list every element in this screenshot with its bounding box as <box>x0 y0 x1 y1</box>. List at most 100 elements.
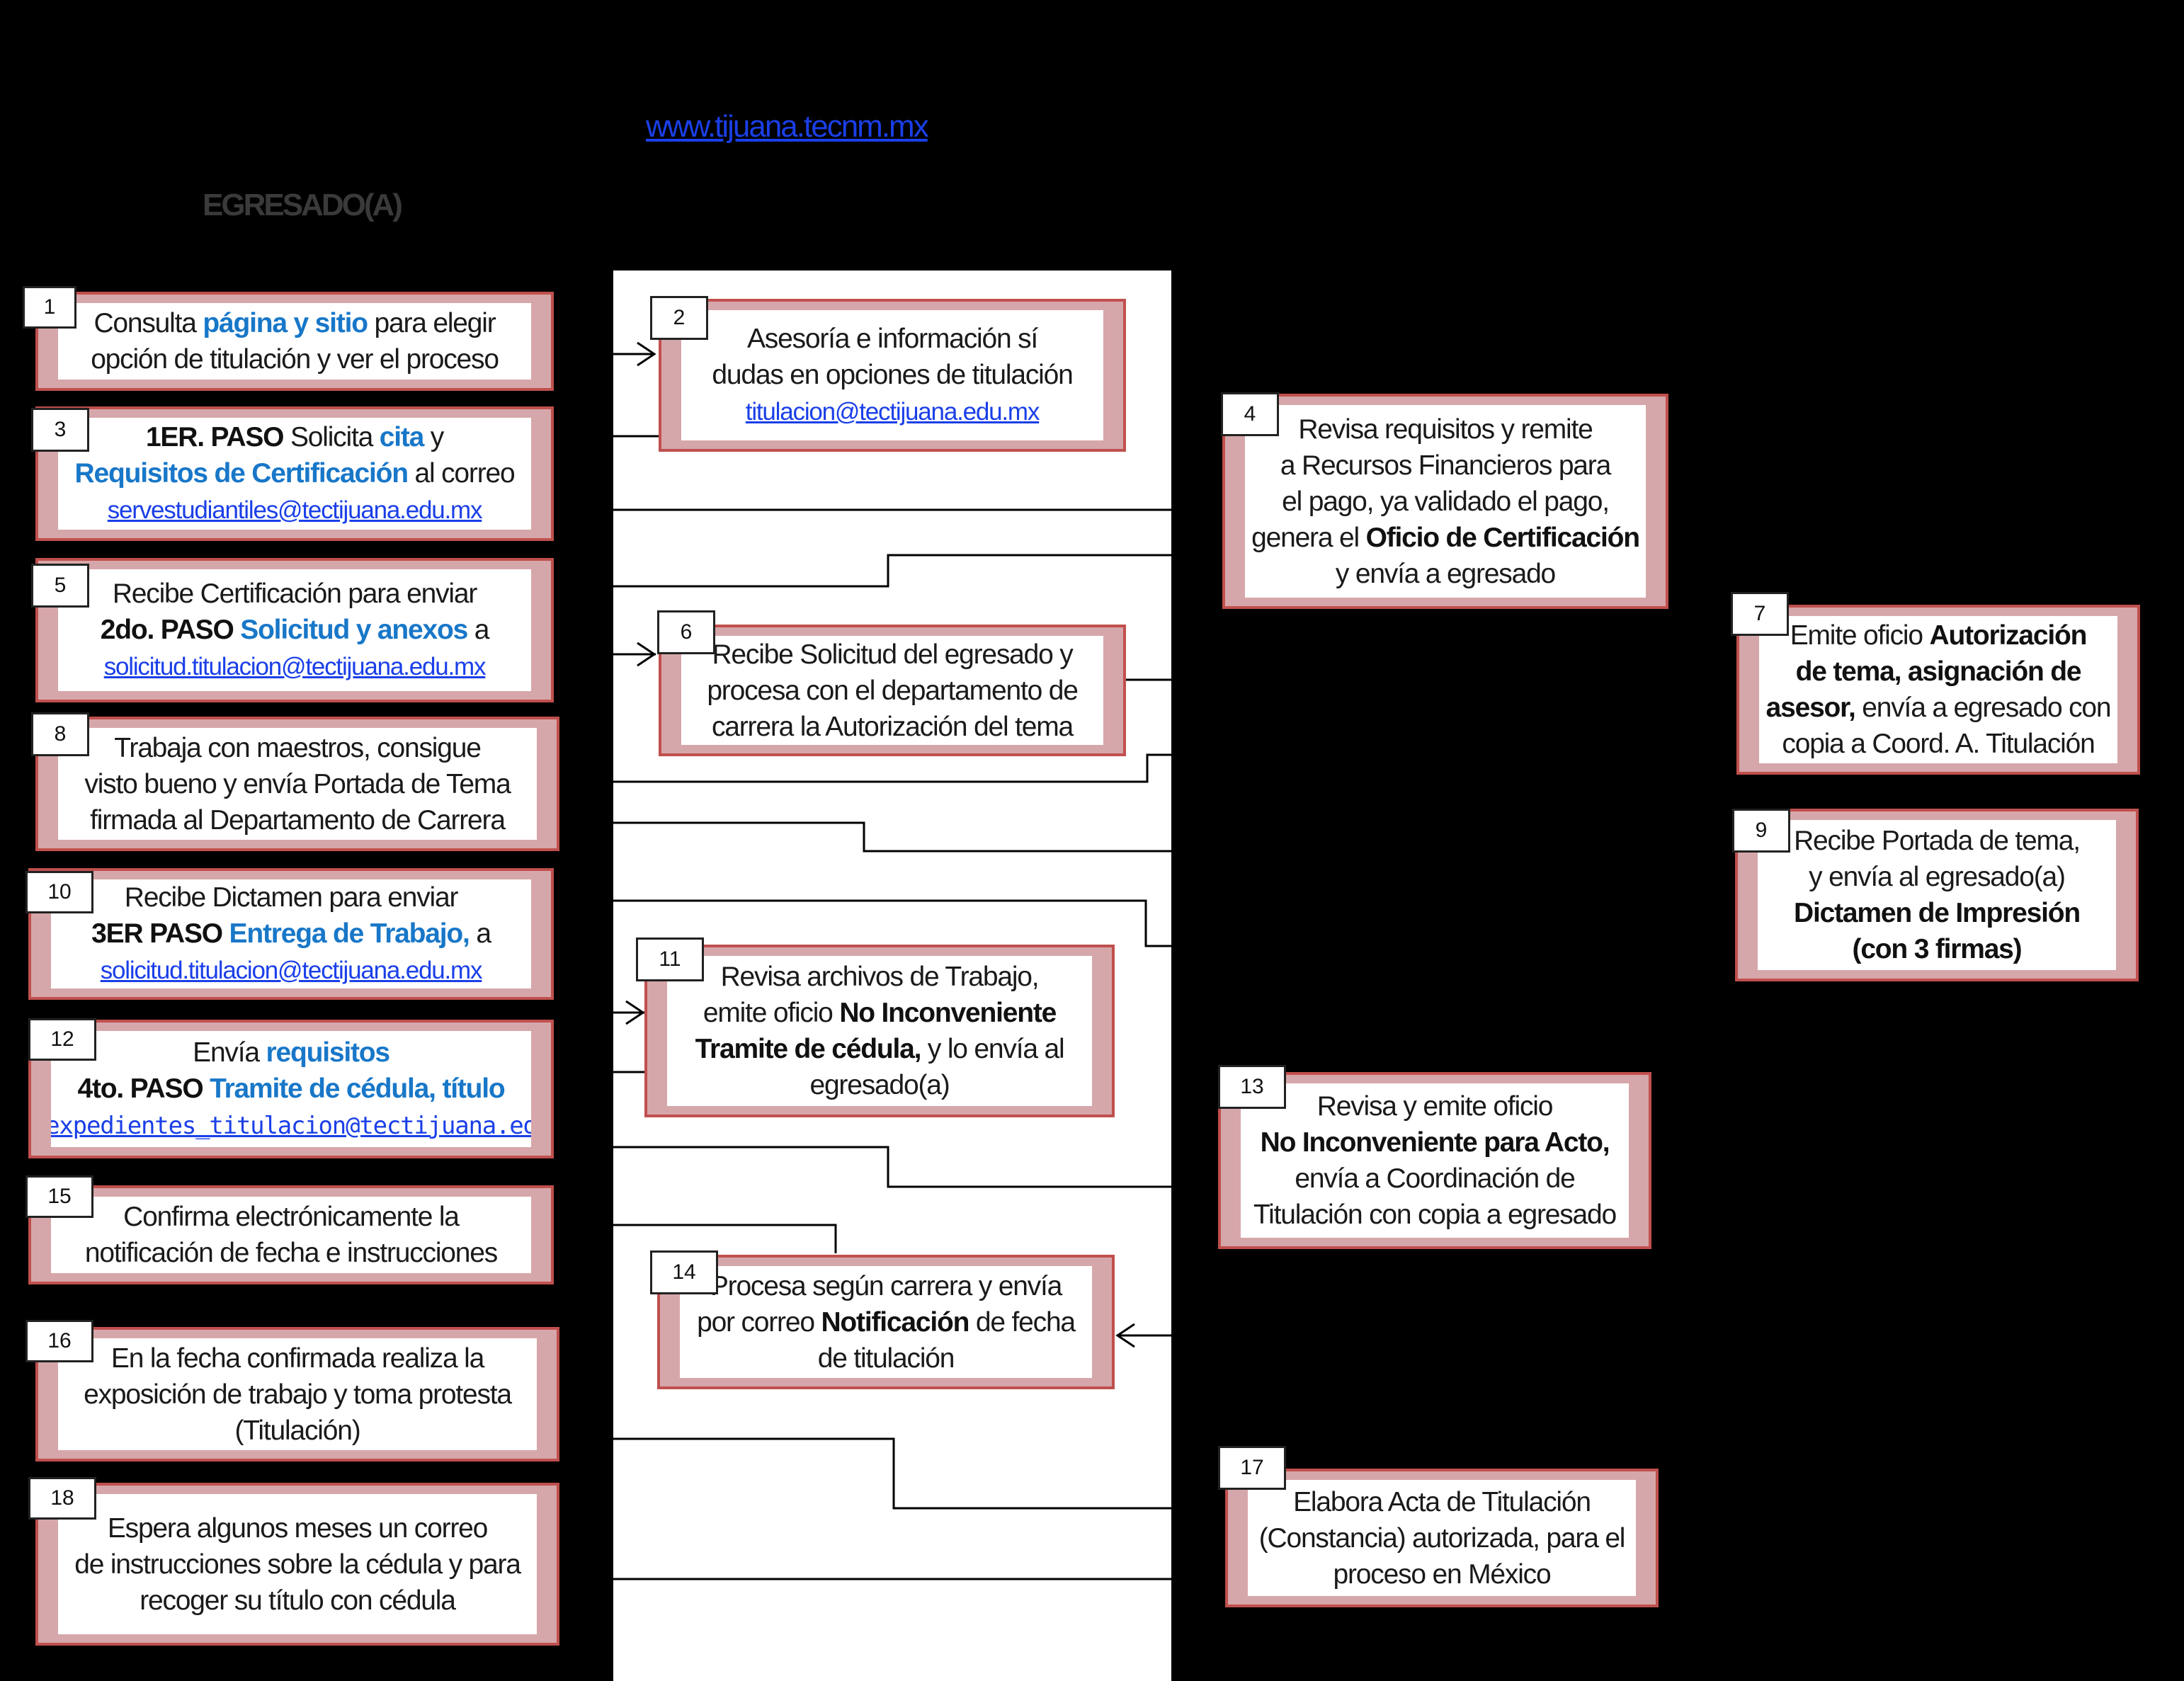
connector-15 <box>613 1224 837 1253</box>
email-link[interactable]: titulacion@tectijuana.edu.mx <box>745 398 1040 426</box>
text-run: requisitos <box>266 1037 391 1068</box>
text-run: de tema, asignación de <box>1795 656 2082 687</box>
text-run: Oficio de Certificación <box>1365 522 1641 553</box>
step-number-12: 12 <box>28 1018 96 1061</box>
step-2-line: Asesoría e información sí <box>747 321 1038 357</box>
step-17-box: Elabora Acta de Titulación (Constancia) a… <box>1225 1469 1659 1607</box>
email-link[interactable]: servestudiantiles@tectijuana.edu.mx <box>107 496 483 524</box>
step-number-3: 3 <box>31 408 89 452</box>
step-4-line: y envía a egresado <box>1336 556 1556 592</box>
step-9-line: Dictamen de Impresión <box>1794 895 2081 931</box>
text-run: Procesa según carrera y envía <box>710 1270 1063 1301</box>
text-run: 4to. PASO <box>77 1073 203 1104</box>
text-run: Solicita <box>283 422 380 452</box>
step-number-17: 17 <box>1218 1446 1286 1490</box>
step-8-line: firmada al Departamento de Carrera <box>90 802 506 838</box>
text-run: para elegir <box>367 308 496 338</box>
text-run: recoger su título con cédula <box>140 1585 456 1616</box>
step-3-line: 1ER. PASO Solicita cita y <box>146 419 445 455</box>
step-6-line: Recibe Solicitud del egresado y <box>712 637 1073 673</box>
text-run: y <box>423 422 445 452</box>
step-11-line: Tramite de cédula, y lo envía al <box>695 1031 1065 1067</box>
step-13-line: No Inconveniente para Acto, <box>1261 1124 1610 1161</box>
step-12-line: expedientes_titulacion@tectijuana.ed <box>51 1107 531 1144</box>
text-run: No Inconveniente <box>839 998 1057 1028</box>
website-link[interactable]: www.tijuana.tecnm.mx <box>646 109 929 144</box>
step-number-2: 2 <box>650 296 708 340</box>
step-number-8: 8 <box>31 712 89 756</box>
step-13-text: Revisa y emite oficio No Inconveniente pa… <box>1241 1083 1629 1238</box>
text-run: al correo <box>407 458 516 489</box>
text-run: En la fecha confirmada realiza la <box>110 1343 484 1374</box>
email-link[interactable]: solicitud.titulacion@tectijuana.edu.mx <box>100 957 483 984</box>
text-run: Revisa y emite oficio <box>1316 1091 1554 1122</box>
step-number-13: 13 <box>1218 1065 1286 1109</box>
text-run: a <box>467 615 490 645</box>
text-run: Recibe Certificación para enviar <box>112 579 478 609</box>
text-run: opción de titulación y ver el proceso <box>91 344 499 375</box>
step-17-line: proceso en México <box>1333 1556 1552 1592</box>
text-run: Revisa requisitos y remite <box>1298 414 1593 445</box>
step-13-line: envía a Coordinación de <box>1295 1161 1575 1197</box>
text-run: de fecha <box>969 1306 1076 1338</box>
text-run: Notificación <box>821 1306 969 1338</box>
email-link[interactable]: solicitud.titulacion@tectijuana.edu.mx <box>103 653 487 680</box>
step-13-line: Titulación con copia a egresado <box>1253 1197 1617 1233</box>
text-run: Dictamen de Impresión <box>1794 898 2081 928</box>
text-run: Elabora Acta de Titulación <box>1293 1486 1591 1517</box>
step-11-box: Revisa archivos de Trabajo,emite oficio … <box>644 945 1115 1117</box>
connector-8-9 <box>613 821 1176 853</box>
step-number-11: 11 <box>636 938 704 981</box>
step-9-box: Recibe Portada de tema,y envía al egresa… <box>1735 809 2139 981</box>
text-run: No Inconveniente para Acto, <box>1260 1127 1610 1158</box>
step-2-line: dudas en opciones de titulación <box>712 357 1073 393</box>
step-number-1: 1 <box>23 286 76 329</box>
text-run: a Recursos Financieros para <box>1280 450 1611 481</box>
text-run: 2do. PASO <box>100 615 234 645</box>
step-4-line: a Recursos Financieros para <box>1280 448 1611 484</box>
step-6-box: Recibe Solicitud del egresado y procesa c… <box>659 625 1126 756</box>
step-7-line: copia a Coord. A. Titulación <box>1782 726 2095 762</box>
text-run: Requisitos de Certificación <box>74 458 409 489</box>
text-run: cita <box>379 422 425 452</box>
text-run <box>203 1073 210 1104</box>
text-run: el pago, ya validado el pago, <box>1282 486 1610 517</box>
step-3-line: servestudiantiles@tectijuana.edu.mx <box>107 491 483 528</box>
text-run <box>222 918 229 949</box>
step-5-line: solicitud.titulacion@tectijuana.edu.mx <box>103 648 487 685</box>
text-run: emite oficio <box>703 998 840 1028</box>
step-9-line: (con 3 firmas) <box>1853 931 2023 967</box>
text-run: página y sitio <box>203 308 368 338</box>
text-run: copia a Coord. A. Titulación <box>1782 729 2095 759</box>
step-9-line: Recibe Portada de tema, <box>1794 823 2081 859</box>
step-5-line: 2do. PASO Solicitud y anexos a <box>100 612 490 648</box>
text-run: envía a egresado con <box>1855 693 2111 723</box>
text-run: procesa con el departamento de <box>707 675 1079 706</box>
text-run: (Titulación) <box>234 1415 360 1446</box>
connector-4-5 <box>613 554 1176 588</box>
step-1-line: Consulta página y sitio para elegir <box>93 305 496 341</box>
text-run: (Constancia) autorizada, para el <box>1258 1522 1626 1554</box>
step-12-line: Envía requisitos <box>193 1035 391 1071</box>
text-run: 3ER PASO <box>91 918 223 949</box>
step-2-line: titulacion@tectijuana.edu.mx <box>745 393 1040 430</box>
text-run: Recibe Solicitud del egresado y <box>712 639 1073 670</box>
step-10-line: solicitud.titulacion@tectijuana.edu.mx <box>100 952 483 988</box>
email-link[interactable]: expedientes_titulacion@tectijuana.ed <box>51 1111 531 1140</box>
text-run: Consulta <box>93 308 203 338</box>
text-run: a <box>469 918 491 949</box>
text-run: Recibe Dictamen para enviar <box>124 882 459 913</box>
text-run: egresado(a) <box>809 1070 950 1100</box>
step-number-14: 14 <box>650 1250 718 1294</box>
text-run: Confirma electrónicamente la <box>123 1202 460 1232</box>
step-16-line: En la fecha confirmada realiza la <box>111 1340 484 1377</box>
